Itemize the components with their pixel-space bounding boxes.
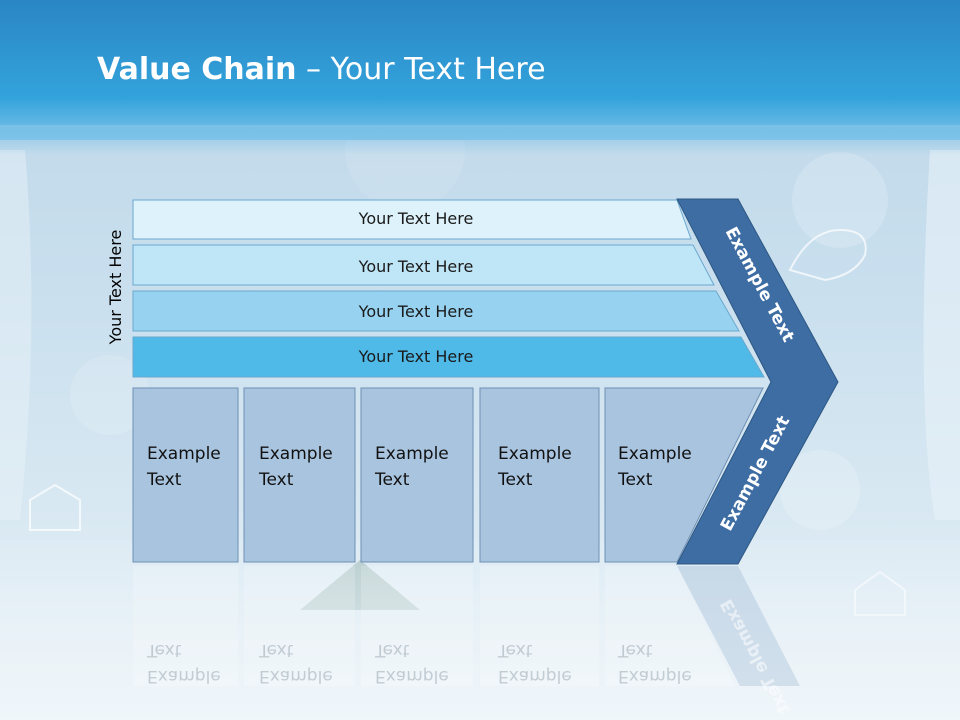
title-bar	[0, 0, 960, 140]
side-label: Your Text Here	[106, 230, 125, 346]
reflection-column	[605, 566, 735, 686]
support-row-1-label: Your Text Here	[358, 209, 474, 228]
primary-activity-5-line2: Text	[617, 470, 653, 490]
primary-activity-1-line1: Example	[147, 444, 221, 464]
primary-activity-2	[243, 387, 356, 563]
support-row-2	[132, 244, 715, 286]
primary-activity-5	[604, 387, 764, 563]
support-row-4	[132, 336, 765, 378]
primary-activity-3-line2: Text	[374, 470, 410, 490]
primary-activity-2-line1: Example	[259, 444, 333, 464]
snow-ground	[0, 540, 960, 720]
reflection-text: Example	[618, 666, 692, 686]
frost-edge-decoration	[923, 150, 960, 520]
reflection-column	[480, 566, 599, 686]
reflection-column	[133, 566, 238, 686]
primary-activity-3	[360, 387, 474, 563]
slide-title-bold: Value Chain	[97, 52, 297, 87]
margin-chevron	[676, 198, 839, 565]
primary-activity-4-line1: Example	[498, 444, 572, 464]
reflection-text: Text	[146, 640, 182, 660]
frost-edge-decoration	[0, 150, 32, 520]
reflection-text: Example	[375, 666, 449, 686]
reflection-text: Example	[259, 666, 333, 686]
reflection-text: Text	[374, 640, 410, 660]
bubble-decoration	[70, 355, 150, 435]
reflection-text: Example	[498, 666, 572, 686]
house-icon	[29, 483, 81, 531]
support-row-4-label: Your Text Here	[358, 347, 474, 366]
diagram-reflection	[133, 566, 800, 686]
primary-activity-1-line2: Text	[146, 470, 182, 490]
primary-activity-5-line1: Example	[618, 444, 692, 464]
reflection-chevron	[677, 566, 800, 686]
primary-activity-4-line2: Text	[497, 470, 533, 490]
title-bar-fade	[0, 125, 960, 155]
reflection-text: Text	[258, 640, 294, 660]
reflection-column	[361, 566, 473, 686]
bubble-decoration	[780, 450, 860, 530]
bubble-decoration	[792, 152, 888, 248]
support-row-3-label: Your Text Here	[358, 302, 474, 321]
reflection-text: Text	[617, 640, 653, 660]
primary-activity-2-line2: Text	[258, 470, 294, 490]
support-row-3	[132, 290, 740, 332]
slide-title: Value Chain – Your Text Here	[97, 52, 546, 87]
sleigh-icon	[788, 228, 867, 282]
support-row-1	[132, 199, 692, 240]
support-row-2-label: Your Text Here	[358, 257, 474, 276]
primary-activity-3-line1: Example	[375, 444, 449, 464]
primary-activity-4	[479, 387, 600, 563]
reflection-column	[244, 566, 355, 686]
primary-activity-1	[132, 387, 239, 563]
reflection-text: Example	[147, 666, 221, 686]
reflection-text: Text	[497, 640, 533, 660]
slide-title-rest: – Your Text Here	[296, 52, 546, 87]
